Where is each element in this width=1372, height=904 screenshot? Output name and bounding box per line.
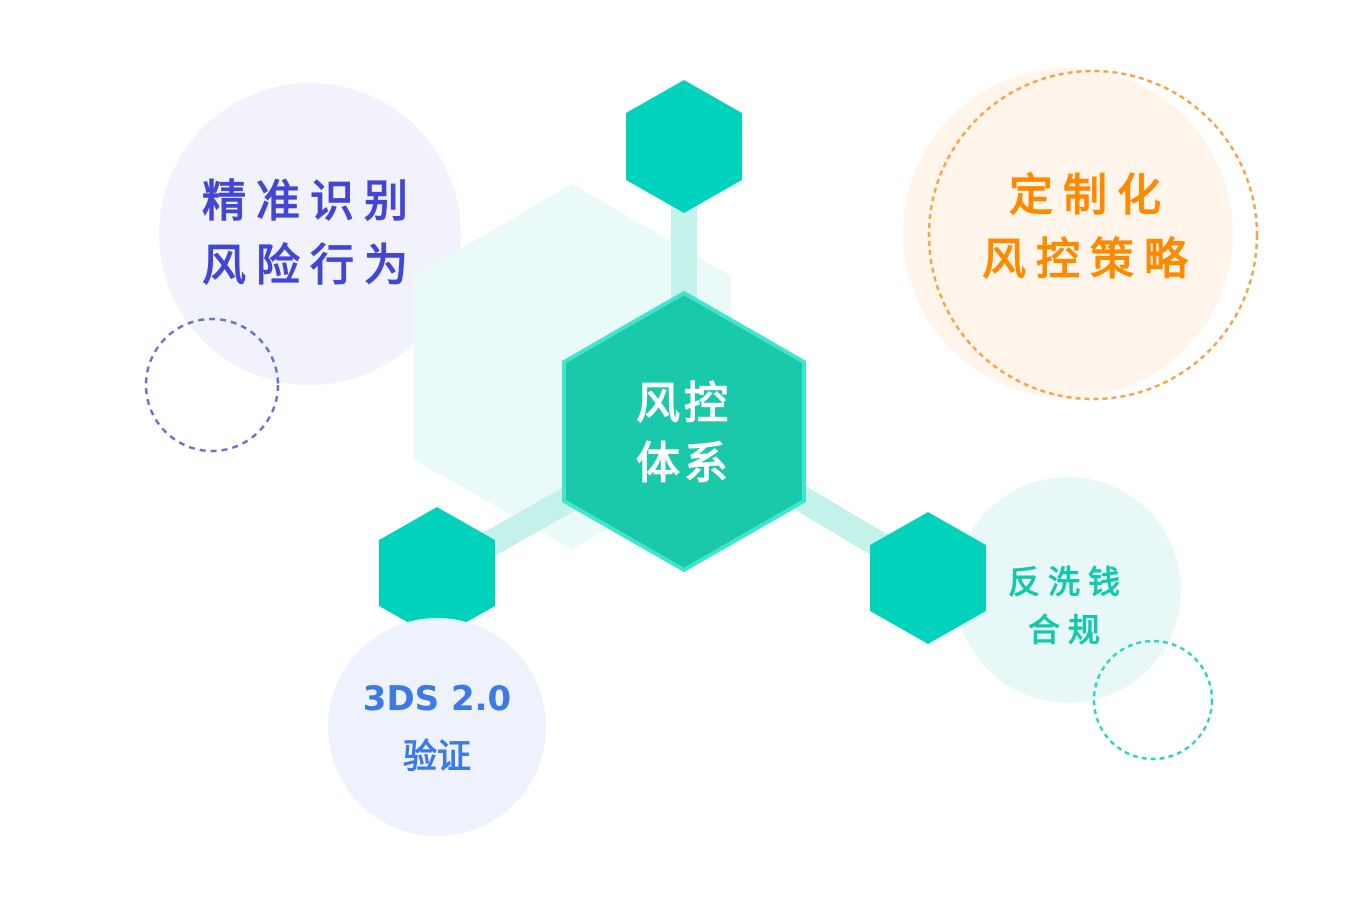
identify-risk-dashed-ring <box>144 317 280 453</box>
anti-money-laundering-line2: 合规 <box>1027 611 1108 649</box>
hexagon-bottom-left <box>379 507 495 639</box>
center-label: 风控 体系 <box>584 374 784 494</box>
identify-risk-circle <box>159 83 461 385</box>
identify-risk-line2: 风险行为 <box>202 240 418 291</box>
3ds-verification-circle-overlay <box>328 618 546 836</box>
center-label-line2: 体系 <box>636 438 732 489</box>
center-hexagon <box>562 290 806 573</box>
identify-risk-label: 精准识别 风险行为 <box>160 170 460 298</box>
custom-strategy-circle <box>903 68 1233 398</box>
custom-strategy-dashed-ring <box>927 69 1259 401</box>
anti-money-laundering-dashed-ring <box>1092 639 1214 761</box>
custom-strategy-line1: 定制化 <box>1009 170 1171 221</box>
anti-money-laundering-line1: 反洗钱 <box>1007 563 1128 601</box>
anti-money-laundering-circle <box>955 477 1181 703</box>
custom-strategy-line2: 风控策略 <box>982 234 1198 285</box>
3ds-verification-line1: 3DS 2.0 <box>362 679 512 719</box>
hexagon-bottom-right <box>870 512 986 644</box>
3ds-verification-line2: 验证 <box>403 737 471 777</box>
hexagon-top <box>626 80 742 213</box>
identify-risk-line1: 精准识别 <box>202 176 418 227</box>
3ds-verification-label: 3DS 2.0 验证 <box>337 670 537 786</box>
anti-money-laundering-label: 反洗钱 合规 <box>968 558 1168 654</box>
custom-strategy-label: 定制化 风控策略 <box>940 164 1240 292</box>
center-label-line1: 风控 <box>636 378 732 429</box>
